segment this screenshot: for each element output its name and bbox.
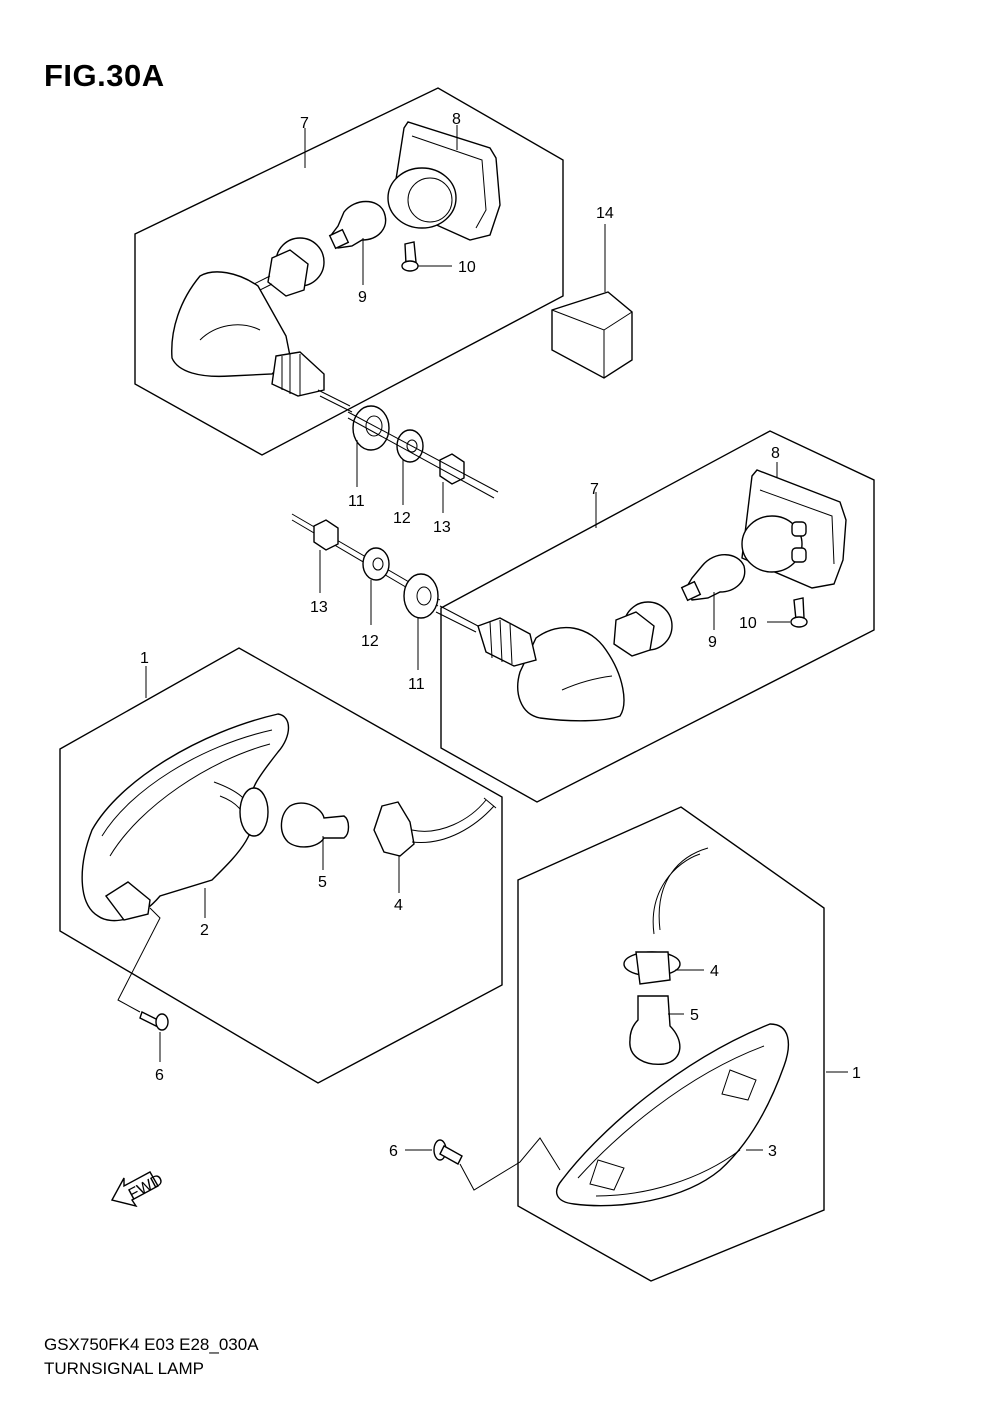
callout-2: 2 [200, 922, 209, 939]
nut-13-lower[interactable] [313, 519, 339, 551]
callout-10-lower: 10 [739, 615, 757, 632]
housing-2-left[interactable] [81, 713, 290, 922]
socket-4-left[interactable] [373, 797, 497, 857]
washer-12-top[interactable] [396, 429, 424, 463]
callout-13-top: 13 [433, 519, 451, 536]
callout-4-right: 4 [710, 963, 719, 980]
callout-14: 14 [596, 205, 614, 222]
callout-7-lower: 7 [590, 481, 599, 498]
lens-3-right[interactable] [555, 1023, 790, 1207]
callout-11-lower: 11 [408, 676, 425, 693]
washer-11-top[interactable] [352, 405, 390, 451]
part-14-reflector[interactable] [551, 291, 633, 379]
socket-4-right[interactable] [623, 847, 709, 985]
callout-7-top: 7 [300, 115, 309, 132]
callout-5-left: 5 [318, 874, 327, 891]
callout-1-left: 1 [140, 650, 149, 667]
figure-title: FIG.30A [44, 58, 165, 93]
assembly-7-top-boundary [134, 87, 564, 456]
assembly-1-left-boundary [59, 647, 503, 1084]
screw-10-lower[interactable] [790, 597, 808, 628]
callout-6-right: 6 [389, 1143, 398, 1160]
housing-top[interactable] [171, 271, 353, 413]
lens-8-top[interactable] [387, 121, 501, 241]
bulb-5-left[interactable] [280, 802, 350, 848]
screw-10-top[interactable] [401, 241, 419, 272]
socket-lower[interactable] [613, 601, 673, 657]
callout-labels: 7 8 9 10 14 11 12 13 7 8 9 10 13 12 11 1… [140, 111, 861, 1160]
callout-3: 3 [768, 1143, 777, 1160]
callout-8-lower: 8 [771, 445, 780, 462]
callout-13-lower: 13 [310, 599, 328, 616]
callout-5-right: 5 [690, 1007, 699, 1024]
screw-6-right[interactable] [433, 1139, 463, 1165]
callout-9-lower: 9 [708, 634, 717, 651]
assembly-1-right-boundary [517, 806, 825, 1282]
washer-11-lower[interactable] [403, 573, 439, 619]
callout-1-right: 1 [852, 1065, 861, 1082]
nut-13-top[interactable] [439, 453, 465, 485]
callout-10-top: 10 [458, 259, 476, 276]
callout-6-left: 6 [155, 1067, 164, 1084]
lens-8-lower[interactable] [741, 469, 847, 589]
callout-12-lower: 12 [361, 633, 379, 650]
callout-11-top: 11 [348, 493, 365, 510]
bulb-9-lower[interactable] [680, 554, 746, 602]
housing-lower[interactable] [435, 605, 625, 722]
assembly-7-lower-boundary [440, 430, 875, 803]
section-name: TURNSIGNAL LAMP [44, 1359, 204, 1378]
callout-9-top: 9 [358, 289, 367, 306]
callout-4-left: 4 [394, 897, 403, 914]
bulb-9-top[interactable] [328, 200, 387, 250]
fwd-arrow-icon: FWD [110, 1171, 166, 1208]
callout-8-top: 8 [452, 111, 461, 128]
screw-6-left[interactable] [139, 1011, 169, 1031]
washer-12-lower[interactable] [362, 547, 390, 581]
model-code: GSX750FK4 E03 E28_030A [44, 1335, 259, 1354]
socket-top[interactable] [249, 237, 325, 297]
callout-12-top: 12 [393, 510, 411, 527]
bulb-5-right[interactable] [629, 995, 681, 1065]
